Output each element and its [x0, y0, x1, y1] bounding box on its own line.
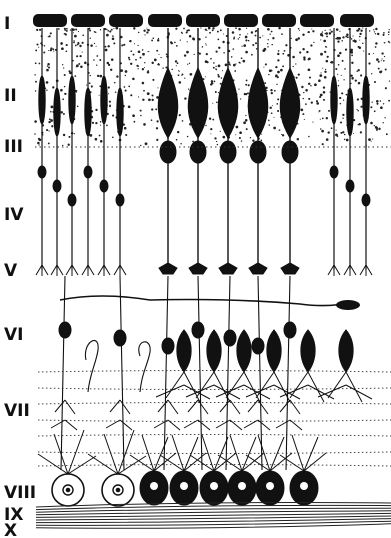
horizontal-cell-body — [336, 300, 360, 310]
label-layer-VII: VII — [4, 401, 30, 421]
label-layer-V: V — [4, 261, 18, 281]
label-layer-IV: IV — [4, 205, 24, 225]
label-layer-II: II — [4, 86, 17, 106]
photoreceptor-cells — [36, 28, 372, 276]
label-layer-VI: VI — [4, 325, 23, 345]
label-layer-I: I — [4, 14, 10, 34]
layer-labels: I II III IV V VI VII VIII IX X — [4, 14, 36, 538]
pigment-epithelium — [33, 14, 374, 27]
inner-retina-cells — [38, 276, 372, 506]
label-layer-X: X — [4, 521, 17, 538]
label-layer-III: III — [4, 137, 23, 157]
horizontal-cell — [60, 296, 352, 306]
nerve-fibre-layer — [36, 503, 391, 529]
label-layer-VIII: VIII — [4, 483, 36, 503]
